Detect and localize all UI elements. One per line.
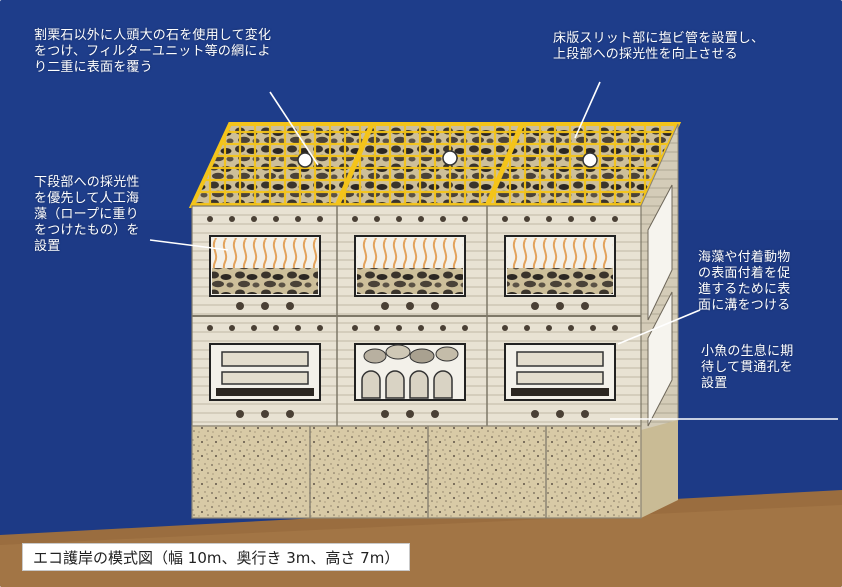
callout-through-holes: 小魚の生息に期 待して貫通孔を 設置 bbox=[701, 344, 794, 391]
callout-surface-grooves: 海藻や付着動物 の表面付着を促 進するために表 面に溝をつける bbox=[698, 250, 791, 313]
callout-artificial-seaweed: 下段部への採光性 を優先して人工海 藻（ロープに重り をつけたもの）を 設置 bbox=[34, 175, 140, 254]
upper-openings bbox=[209, 235, 616, 297]
callout-pvc-pipes: 床版スリット部に塩ビ管を設置し、 上段部への採光性を向上させる bbox=[553, 31, 765, 62]
bolt-rows bbox=[207, 216, 618, 418]
diagram-caption: エコ護岸の模式図（幅 10m、奥行き 3m、高さ 7m） bbox=[33, 548, 400, 567]
lower-openings bbox=[209, 343, 616, 401]
caption-box: エコ護岸の模式図（幅 10m、奥行き 3m、高さ 7m） bbox=[22, 543, 411, 571]
callout-rocks-and-net: 割栗石以外に人頭大の石を使用して変化 をつけ、フィルターユニット等の網によ り二… bbox=[34, 28, 272, 75]
leader-lines bbox=[149, 81, 838, 420]
foundation-blocks bbox=[191, 425, 642, 519]
top-grating bbox=[188, 122, 682, 208]
block-side-face bbox=[640, 123, 679, 518]
